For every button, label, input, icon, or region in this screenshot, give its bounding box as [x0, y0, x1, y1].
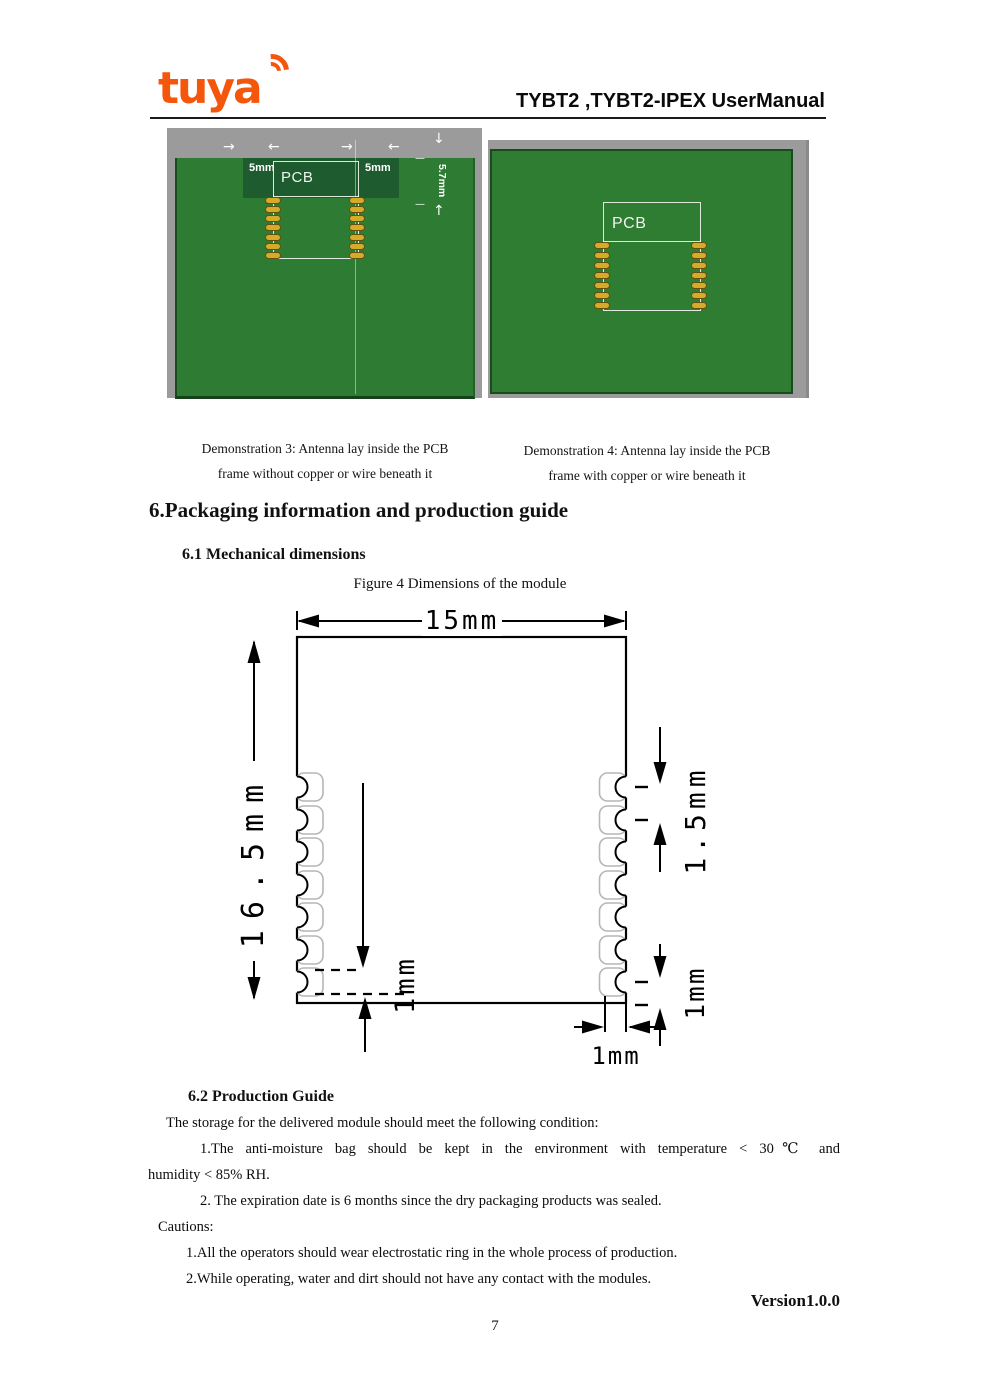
version-label: Version1.0.0 [750, 1291, 840, 1310]
gold-pad [594, 242, 610, 249]
gold-pad [265, 224, 281, 232]
gold-pad [691, 262, 707, 269]
gold-pad [594, 272, 610, 279]
gold-pad [349, 242, 365, 250]
section-6-heading: 6.Packaging information and production g… [149, 498, 569, 522]
caption-line: frame with copper or wire beneath it [548, 468, 746, 483]
dim-dash-icon: — [415, 153, 425, 164]
paragraph: 1.The anti-moisture bag should be kept i… [200, 1141, 840, 1157]
gold-pad [691, 292, 707, 299]
pad-column-right [691, 242, 707, 309]
gold-pad [691, 302, 707, 309]
figure-4-caption: Figure 4 Dimensions of the module [353, 576, 567, 592]
gold-pad [691, 252, 707, 259]
gold-pad [265, 197, 281, 204]
gold-pad [265, 206, 281, 214]
paragraph: 1.All the operators should wear electros… [186, 1245, 678, 1261]
pcb-text: PCB [612, 215, 647, 232]
figure-4-drawing: 15mm 16.5mm 1.5mm 1mm 1mm 1mm [230, 600, 730, 1085]
caption-line: Demonstration 4: Antenna lay inside the … [523, 443, 771, 458]
caption-line: frame without copper or wire beneath it [217, 466, 433, 481]
paragraph: 2. The expiration date is 6 months since… [200, 1193, 662, 1209]
pcb-text: PCB [281, 169, 314, 186]
reference-line [355, 140, 356, 394]
dim-5-7mm: 5.7mm [436, 164, 448, 198]
gold-pad [265, 233, 281, 241]
dim-5mm-left: 5mm [249, 162, 275, 174]
tuya-logo-text: tuya [158, 63, 263, 114]
gold-pad [691, 242, 707, 249]
antenna-keepout-band [243, 158, 399, 198]
arrow-left-icon: ← [268, 139, 280, 155]
demo3-pcb-image: PCB → ← → ← ↓ — — ↑ 5mm 5mm 5.7mm [167, 128, 482, 399]
gold-pad [265, 251, 281, 259]
dim-edge-side-label: 1mm [591, 1042, 641, 1070]
dim-pad-pitch-label: 1.5mm [679, 765, 712, 875]
pad-column-left [265, 197, 281, 259]
dim-dash-icon: — [415, 199, 425, 210]
header-divider [150, 117, 826, 119]
dim-height-label: 16.5mm [236, 761, 271, 961]
module-footprint-outline [603, 240, 701, 311]
dim-left-bottom-label: 1mm [390, 956, 421, 1014]
paragraph: 2.While operating, water and dirt should… [186, 1271, 652, 1287]
gold-pad [594, 282, 610, 289]
page-number: 7 [491, 1318, 499, 1334]
dim-pad-bottom-label: 1mm [681, 966, 711, 1020]
gold-pad [265, 215, 281, 223]
caption-demonstration-4: Demonstration 4: Antenna lay inside the … [488, 438, 806, 488]
gold-pad [349, 206, 365, 214]
tuya-logo: tuya [158, 47, 296, 118]
arrow-up-icon: ↑ [433, 203, 445, 219]
arrow-right-icon: → [223, 139, 235, 155]
gold-pad [594, 292, 610, 299]
gold-pad [349, 233, 365, 241]
caption-line: Demonstration 3: Antenna lay inside the … [201, 441, 449, 456]
arrow-left-icon: ← [388, 139, 400, 155]
pcb-board [175, 158, 475, 399]
gold-pad [349, 224, 365, 232]
gold-pad [594, 262, 610, 269]
gold-pad [349, 197, 365, 204]
paragraph: Cautions: [158, 1219, 214, 1235]
section-6-1-heading: 6.1 Mechanical dimensions [182, 546, 366, 563]
arrow-down-icon: ↓ [433, 131, 445, 147]
gold-pad [691, 282, 707, 289]
caption-demonstration-3: Demonstration 3: Antenna lay inside the … [167, 436, 483, 486]
module-outline: PCB [603, 202, 701, 242]
document-title: TYBT2 ,TYBT2-IPEX UserManual [516, 90, 825, 112]
section-6-2-heading: 6.2 Production Guide [188, 1088, 334, 1105]
paragraph: humidity < 85% RH. [148, 1167, 270, 1183]
arrow-right-icon: → [341, 139, 353, 155]
gold-pad [349, 215, 365, 223]
gold-pad [594, 302, 610, 309]
module-footprint-outline [273, 195, 359, 259]
pcb-board [490, 149, 793, 394]
gold-pad [691, 272, 707, 279]
gold-pad [349, 251, 365, 259]
demo4-pcb-image: PCB [488, 140, 809, 398]
paragraph: The storage for the delivered module sho… [166, 1115, 599, 1131]
module-outline: PCB [273, 161, 359, 197]
dim-width-label: 15mm [422, 606, 502, 636]
gold-pad [594, 252, 610, 259]
pad-column-right [349, 197, 365, 259]
pad-column-left [594, 242, 610, 309]
dimension-drawing-svg [247, 611, 667, 1052]
gold-pad [265, 242, 281, 250]
dim-5mm-right: 5mm [365, 162, 391, 174]
